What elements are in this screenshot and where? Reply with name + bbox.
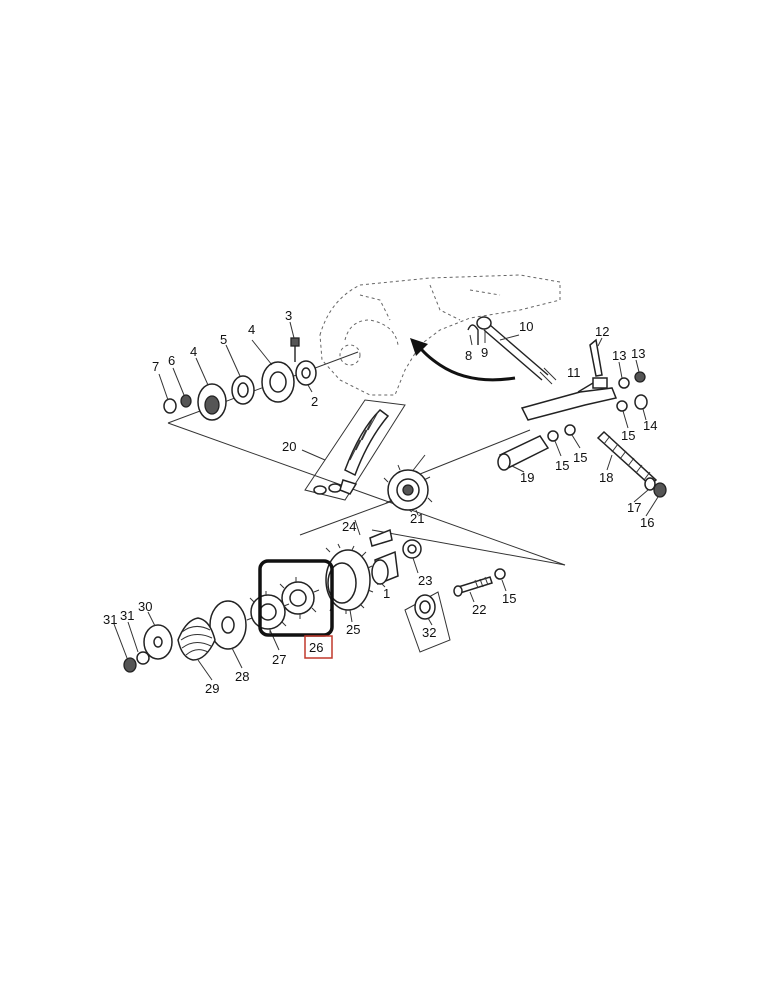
label-23: 23 bbox=[418, 573, 432, 588]
label-27: 27 bbox=[272, 652, 286, 667]
label-15c: 15 bbox=[555, 458, 569, 473]
label-17: 17 bbox=[627, 500, 641, 515]
label-15b: 15 bbox=[573, 450, 587, 465]
label-18: 18 bbox=[599, 470, 613, 485]
label-30: 30 bbox=[138, 599, 152, 614]
drive-chain bbox=[304, 399, 406, 501]
label-16: 16 bbox=[640, 515, 654, 530]
label-29: 29 bbox=[205, 681, 219, 696]
machine-housing-outline bbox=[319, 274, 561, 396]
leader-lines bbox=[113, 321, 659, 681]
label-28: 28 bbox=[235, 669, 249, 684]
label-13b: 13 bbox=[631, 346, 645, 361]
label-8: 8 bbox=[465, 348, 472, 363]
label-26: 26 bbox=[309, 640, 323, 655]
sprocket bbox=[383, 464, 433, 516]
label-24: 24 bbox=[342, 519, 356, 534]
label-22: 22 bbox=[472, 602, 486, 617]
label-12: 12 bbox=[595, 324, 609, 339]
label-3: 3 bbox=[285, 308, 292, 323]
label-32: 32 bbox=[422, 625, 436, 640]
highlight-box bbox=[258, 559, 334, 637]
label-21: 21 bbox=[410, 511, 424, 526]
label-1: 1 bbox=[383, 586, 390, 601]
upper-left-bearing-group bbox=[163, 337, 317, 421]
label-7: 7 bbox=[152, 359, 159, 374]
label-6: 6 bbox=[168, 353, 175, 368]
label-31a: 31 bbox=[120, 608, 134, 623]
highlight-label-frame bbox=[304, 635, 333, 659]
label-4a: 4 bbox=[190, 344, 197, 359]
tension-linkage bbox=[467, 316, 667, 498]
label-10: 10 bbox=[519, 319, 533, 334]
label-5: 5 bbox=[220, 332, 227, 347]
label-15d: 15 bbox=[502, 591, 516, 606]
label-11: 11 bbox=[567, 365, 581, 380]
label-31b: 31 bbox=[103, 612, 117, 627]
label-2: 2 bbox=[311, 394, 318, 409]
part-labels: 7 6 4 5 4 3 2 8 9 10 11 12 13 13 14 15 1… bbox=[103, 308, 657, 696]
assembly-arrow bbox=[410, 338, 516, 382]
label-13a: 13 bbox=[612, 348, 626, 363]
label-14: 14 bbox=[643, 418, 657, 433]
label-15a: 15 bbox=[621, 428, 635, 443]
label-4b: 4 bbox=[248, 322, 255, 337]
label-9: 9 bbox=[481, 345, 488, 360]
label-19: 19 bbox=[520, 470, 534, 485]
label-25: 25 bbox=[346, 622, 360, 637]
label-20: 20 bbox=[282, 439, 296, 454]
